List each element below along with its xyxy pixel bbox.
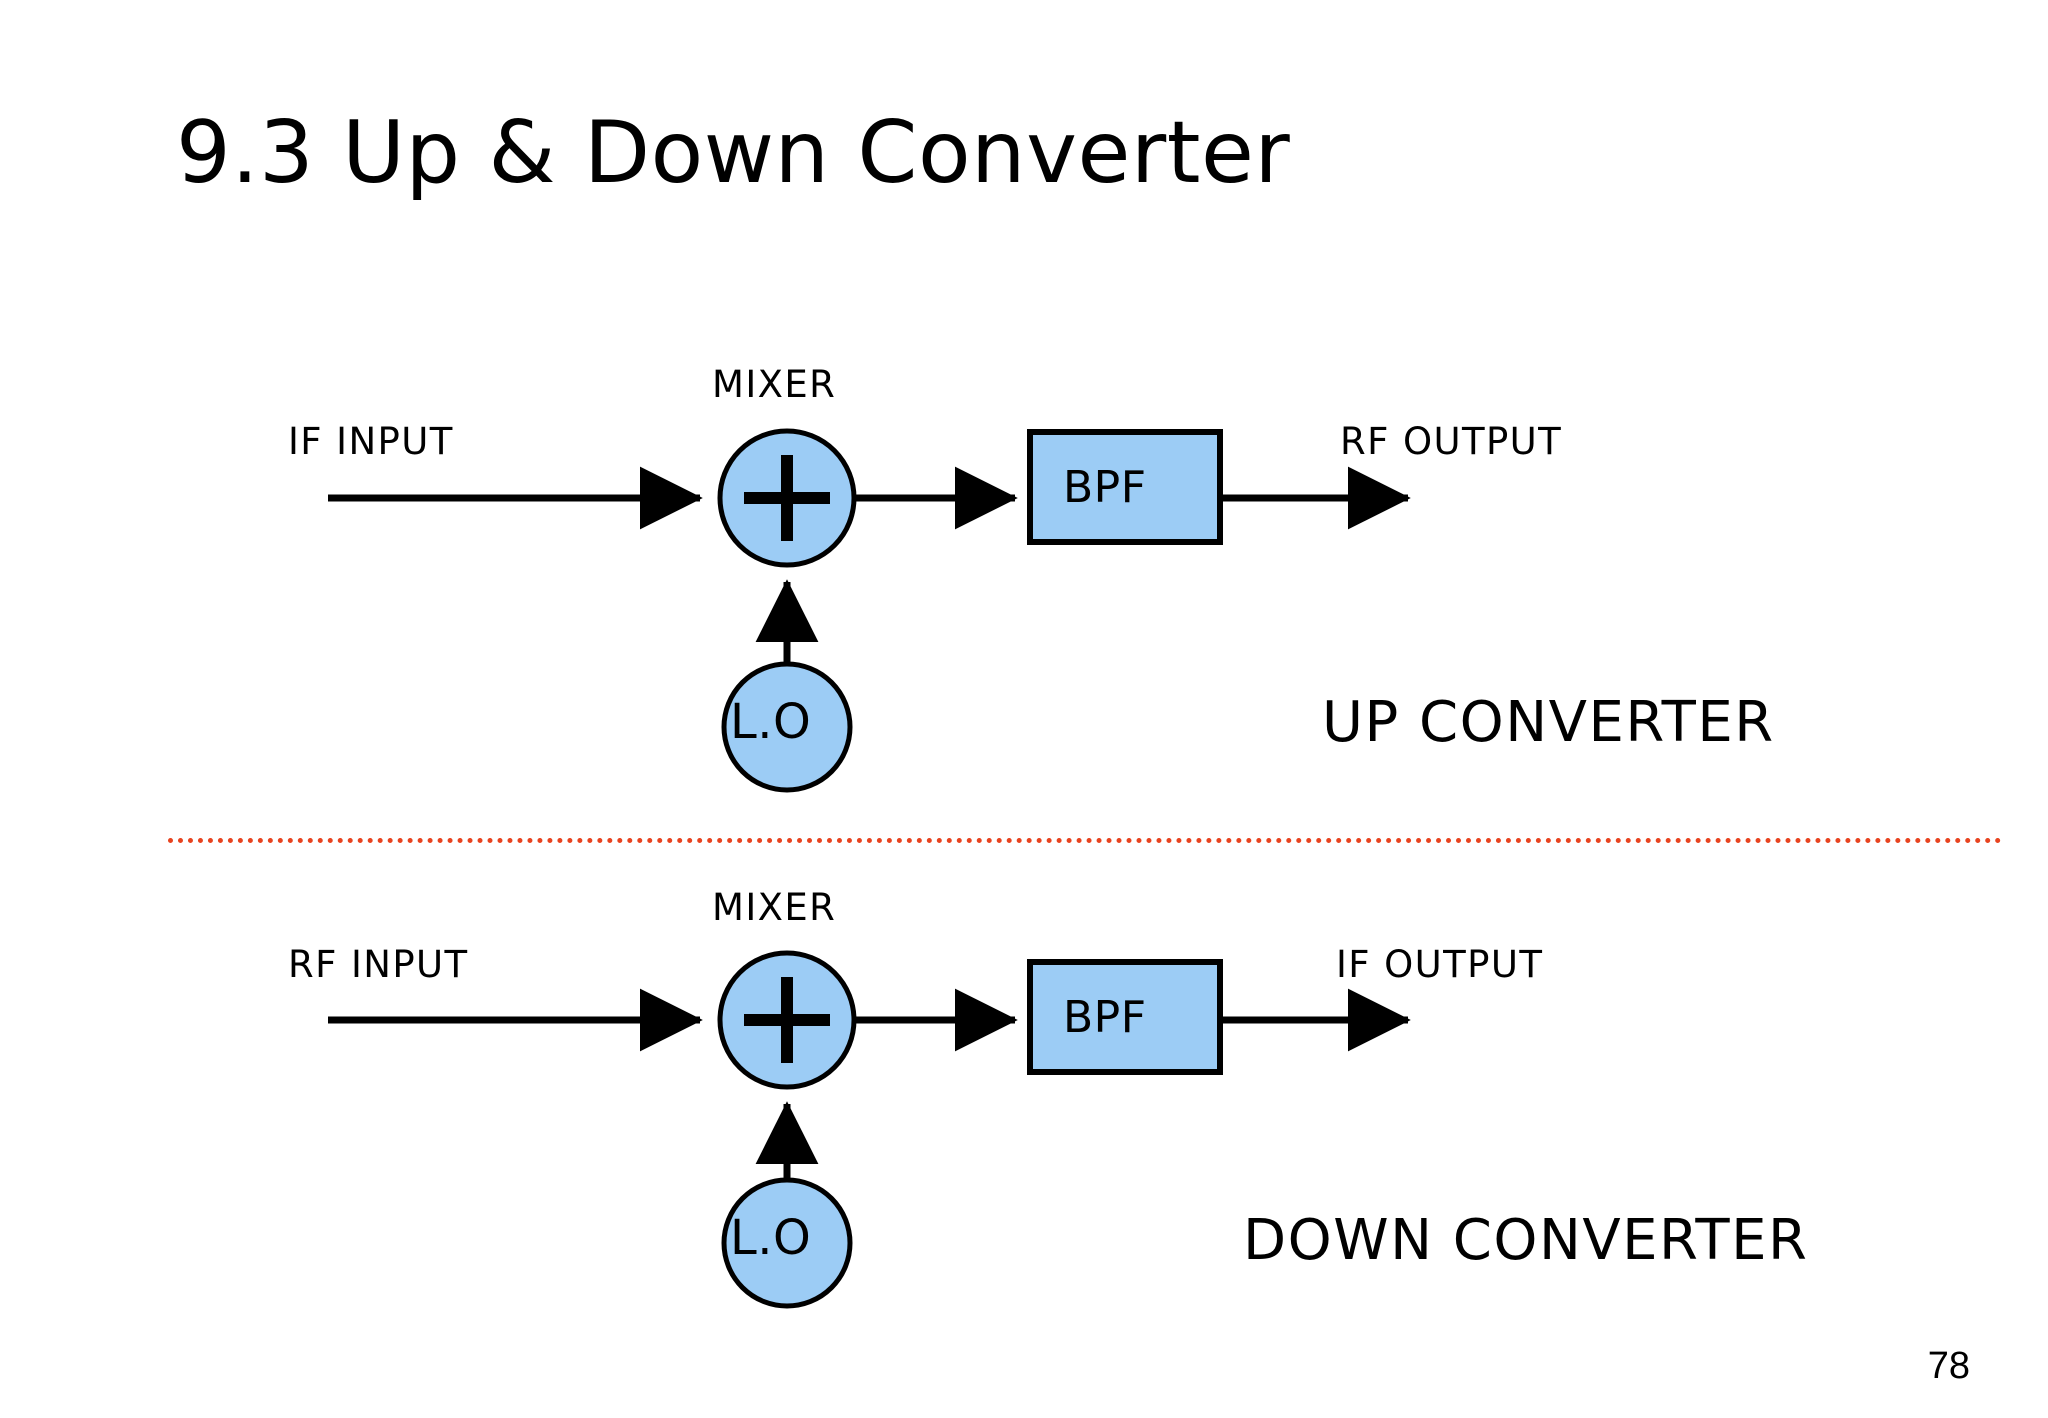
down-input-label: RF INPUT bbox=[288, 943, 469, 986]
up-lo-circle bbox=[721, 661, 853, 793]
up-bpf-block bbox=[1027, 429, 1223, 545]
up-converter-diagram bbox=[328, 428, 1411, 793]
down-converter-caption: DOWN CONVERTER bbox=[1243, 1208, 1809, 1273]
up-converter-caption: UP CONVERTER bbox=[1322, 690, 1775, 755]
up-input-label: IF INPUT bbox=[288, 420, 454, 463]
down-converter-diagram bbox=[328, 950, 1411, 1309]
down-bpf-label: BPF bbox=[1063, 992, 1147, 1043]
up-mixer-label: MIXER bbox=[712, 363, 837, 406]
up-bpf-label: BPF bbox=[1063, 462, 1147, 513]
up-output-label: RF OUTPUT bbox=[1340, 420, 1563, 463]
page-title: 9.3 Up & Down Converter bbox=[176, 103, 1291, 203]
down-output-label: IF OUTPUT bbox=[1336, 943, 1544, 986]
down-bpf-block bbox=[1027, 959, 1223, 1075]
page-number: 78 bbox=[1927, 1345, 1970, 1387]
section-divider bbox=[168, 838, 2002, 843]
down-mixer-label: MIXER bbox=[712, 886, 837, 929]
up-lo-label: L.O bbox=[730, 694, 812, 750]
down-lo-label: L.O bbox=[730, 1210, 812, 1266]
